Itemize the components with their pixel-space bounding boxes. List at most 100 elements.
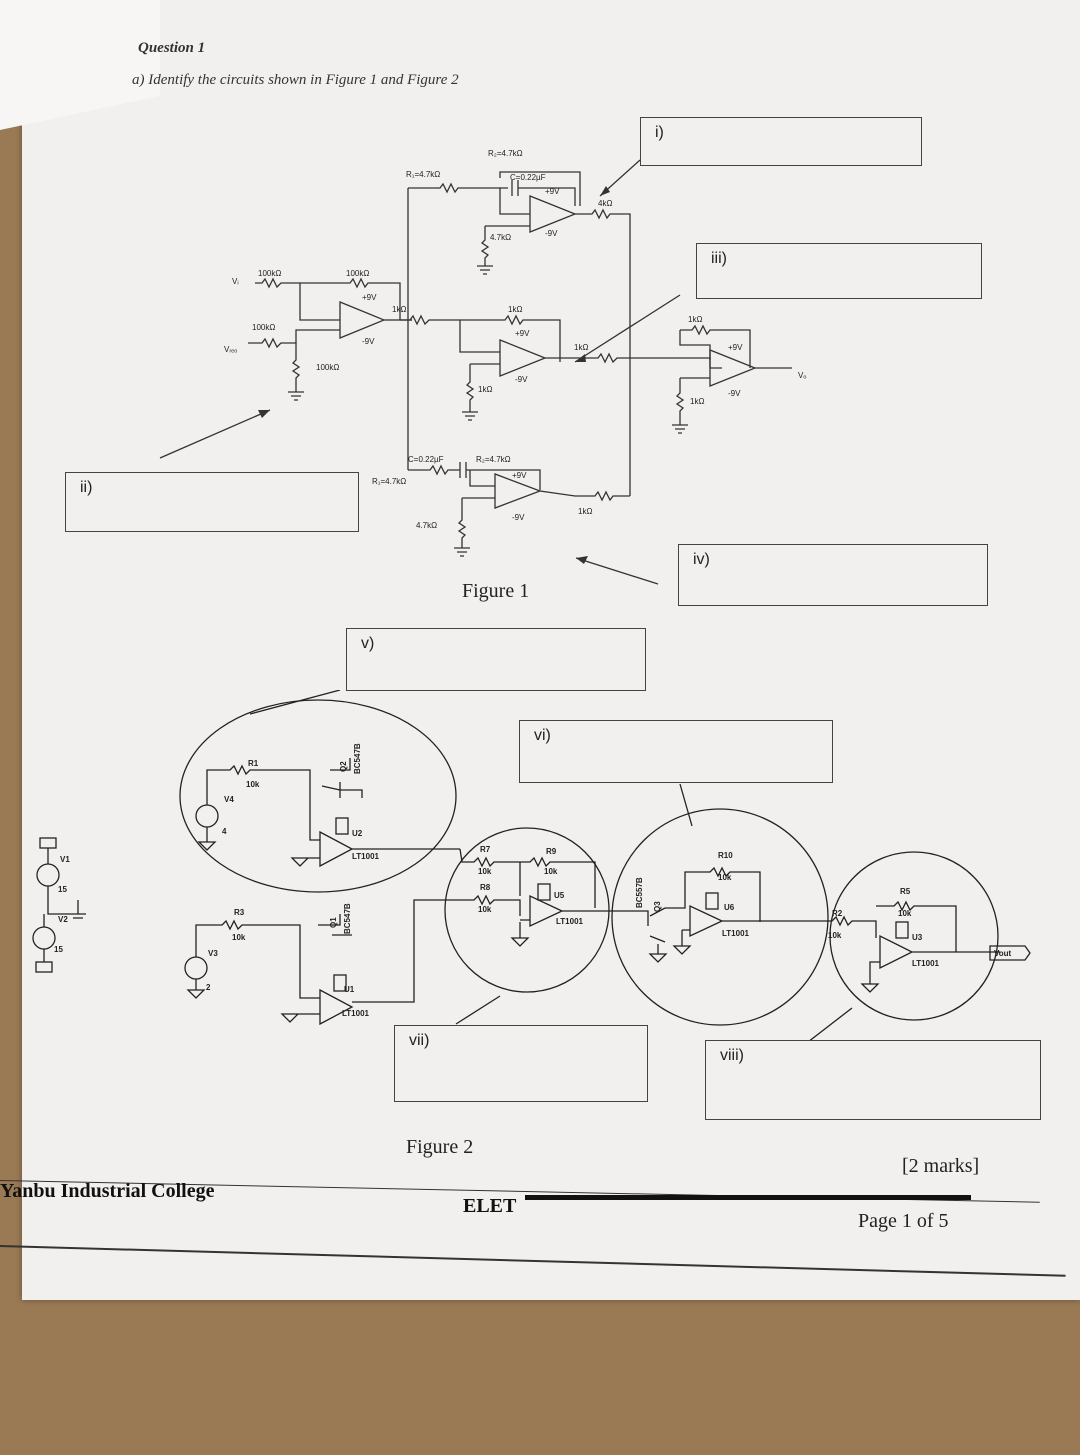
label-r10-value: 10k xyxy=(718,873,732,882)
label-1k-d: 1kΩ xyxy=(574,343,588,352)
label-q2-part: BC547B xyxy=(353,743,362,774)
label-minus9-b: -9V xyxy=(362,337,375,346)
label-r1-top: R₁=4.7kΩ xyxy=(406,170,440,179)
answer-box-label: iv) xyxy=(693,551,710,568)
label-r5: R5 xyxy=(900,887,911,896)
label-r5-value: 10k xyxy=(898,909,912,918)
label-minus9-e: -9V xyxy=(512,513,525,522)
figure2-schematic: R1 10k V4 4 Q2 BC547B U2 LT1001 V1 15 V2… xyxy=(32,690,1031,1040)
label-r9: R9 xyxy=(546,847,557,856)
label-lt-u3: LT1001 xyxy=(912,959,940,968)
label-lt-u6: LT1001 xyxy=(722,929,750,938)
label-1k-a: 1kΩ xyxy=(392,305,406,314)
answer-box-vi[interactable]: vi) xyxy=(519,720,833,783)
label-vref: Vᵣₑₒ xyxy=(224,345,237,354)
question-prompt: a) Identify the circuits shown in Figure… xyxy=(132,72,459,88)
label-lt-u1: LT1001 xyxy=(342,1009,370,1018)
answer-box-i[interactable]: i) xyxy=(640,117,922,166)
label-c-bot: C=0.22µF xyxy=(408,455,444,464)
figure1-schematic: R₁=4.7kΩ R₂=4.7kΩ C=0.22µF 4kΩ 4.7kΩ +9V… xyxy=(159,149,806,585)
label-r9-value: 10k xyxy=(544,867,558,876)
label-r3: R3 xyxy=(234,908,245,917)
label-q1: Q1 xyxy=(329,917,338,928)
label-v4: V4 xyxy=(224,795,234,804)
label-r10: R10 xyxy=(718,851,733,860)
figure2-caption: Figure 2 xyxy=(406,1136,474,1158)
label-r8: R8 xyxy=(480,883,491,892)
label-r1: R1 xyxy=(248,759,259,768)
label-plus9-d: +9V xyxy=(728,343,743,352)
figure1-caption: Figure 1 xyxy=(462,580,530,602)
page-number: Page 1 of 5 xyxy=(858,1210,949,1232)
label-r3-value: 10k xyxy=(232,933,246,942)
label-4k-top: 4kΩ xyxy=(598,199,612,208)
label-n15b: 15 xyxy=(54,945,63,954)
answer-box-vii[interactable]: vii) xyxy=(394,1025,648,1102)
label-lt-u2: LT1001 xyxy=(352,852,380,861)
label-r8-value: 10k xyxy=(478,905,492,914)
answer-box-ii[interactable]: ii) xyxy=(65,472,359,532)
label-r1-bot: R₁=4.7kΩ xyxy=(372,477,406,486)
answer-box-iv[interactable]: iv) xyxy=(678,544,988,606)
label-n2: 2 xyxy=(206,983,211,992)
label-v2: V2 xyxy=(58,915,68,924)
label-plus9-a: +9V xyxy=(545,187,560,196)
label-4.7k-gnd-top: 4.7kΩ xyxy=(490,233,511,242)
label-plus9-c: +9V xyxy=(515,329,530,338)
label-r2-bot: R₂=4.7kΩ xyxy=(476,455,511,464)
label-100k-a: 100kΩ xyxy=(258,269,281,278)
label-u6: U6 xyxy=(724,903,735,912)
label-c-top: C=0.22µF xyxy=(510,173,546,182)
label-1k-c: 1kΩ xyxy=(478,385,492,394)
label-r7: R7 xyxy=(480,845,491,854)
label-1k-g: 1kΩ xyxy=(578,507,592,516)
label-100k-d: 100kΩ xyxy=(316,363,339,372)
answer-box-v[interactable]: v) xyxy=(346,628,646,691)
label-r1-value: 10k xyxy=(246,780,260,789)
label-lt-u5: LT1001 xyxy=(556,917,584,926)
label-u5: U5 xyxy=(554,891,565,900)
answer-box-label: ii) xyxy=(80,479,93,496)
department-code: ELET xyxy=(463,1195,517,1217)
label-minus9-d: -9V xyxy=(728,389,741,398)
label-q2: Q2 xyxy=(339,761,348,772)
label-u1: U1 xyxy=(344,985,355,994)
label-vo: Vₒ xyxy=(798,371,806,380)
label-r2-value: 10k xyxy=(828,931,842,940)
label-1k-e: 1kΩ xyxy=(688,315,702,324)
label-4.7k-gnd-bot: 4.7kΩ xyxy=(416,521,437,530)
label-v1: V1 xyxy=(60,855,70,864)
label-u3: U3 xyxy=(912,933,923,942)
answer-box-label: vii) xyxy=(409,1032,430,1049)
label-plus9-b: +9V xyxy=(362,293,377,302)
label-q1-part: BC547B xyxy=(343,903,352,934)
label-q3: Q3 xyxy=(653,901,662,912)
question-title: Question 1 xyxy=(138,40,206,56)
label-r2-top: R₂=4.7kΩ xyxy=(488,149,523,158)
label-n15a: 15 xyxy=(58,885,67,894)
exam-paper xyxy=(22,0,1080,1300)
label-100k-c: 100kΩ xyxy=(252,323,275,332)
label-1k-b: 1kΩ xyxy=(508,305,522,314)
answer-box-label: v) xyxy=(361,635,375,652)
answer-box-iii[interactable]: iii) xyxy=(696,243,982,299)
label-100k-b: 100kΩ xyxy=(346,269,369,278)
marks-label: [2 marks] xyxy=(902,1155,980,1177)
answer-box-label: i) xyxy=(655,124,664,141)
label-v3: V3 xyxy=(208,949,218,958)
label-vout: Vout xyxy=(994,949,1012,958)
label-n4: 4 xyxy=(222,827,227,836)
label-q3-part: BC557B xyxy=(635,877,644,908)
label-vi: Vᵢ xyxy=(232,277,239,286)
label-minus9-c: -9V xyxy=(515,375,528,384)
label-r7-value: 10k xyxy=(478,867,492,876)
answer-box-viii[interactable]: viii) xyxy=(705,1040,1041,1120)
label-u2: U2 xyxy=(352,829,363,838)
college-name: Yanbu Industrial College xyxy=(0,1180,215,1202)
label-r2: R2 xyxy=(832,909,843,918)
label-plus9-e: +9V xyxy=(512,471,527,480)
footer-rule-thick xyxy=(525,1195,971,1200)
label-1k-f: 1kΩ xyxy=(690,397,704,406)
answer-box-label: iii) xyxy=(711,250,727,267)
label-minus9-a: -9V xyxy=(545,229,558,238)
